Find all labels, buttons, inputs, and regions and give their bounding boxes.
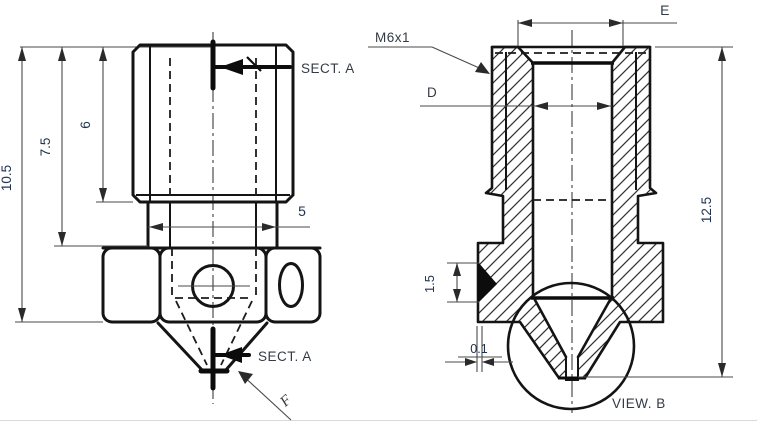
hidden-cone-left <box>175 300 208 366</box>
thread-callout: M6x1 <box>368 30 490 74</box>
dim-height-to-hex: 7.5 <box>38 47 148 247</box>
section-cut-bottom: SECT. A <box>210 326 312 391</box>
left-view-nozzle-external: 5 10.5 <box>0 32 355 421</box>
outer-profile-left <box>476 45 561 380</box>
section-label-bottom: SECT. A <box>258 349 312 364</box>
dim-bore-diameter: D <box>420 85 612 110</box>
cone-left-edge <box>156 321 205 373</box>
entry-chamfer-right <box>610 45 627 65</box>
dim-overall-height: 10.5 <box>0 47 26 322</box>
dim-total-length: 12.5 <box>578 46 733 378</box>
section-metal-right <box>578 47 663 378</box>
section-metal-left <box>478 47 566 378</box>
dim-chamfer-height: 1.5 <box>422 262 479 303</box>
dim-e-label: E <box>660 2 670 18</box>
dim-12-5-label: 12.5 <box>699 197 714 223</box>
inner-cone-left <box>533 298 568 359</box>
inner-cone-right <box>576 298 612 359</box>
tip-label-f: F <box>277 392 296 411</box>
side-thread-ellipse <box>278 262 304 308</box>
section-label-top: SECT. A <box>301 61 355 76</box>
dim-7-5-label: 7.5 <box>38 138 53 157</box>
cone-right-edge <box>223 321 269 373</box>
tip-leader-f: F <box>238 371 296 421</box>
dim-5-label: 5 <box>298 203 306 219</box>
outer-profile-right <box>583 45 665 380</box>
hex-chamfer-notch <box>478 262 497 303</box>
right-view-nozzle-section: VIEW. B M6x1 D E <box>368 2 733 413</box>
hex-face-right <box>264 246 322 324</box>
view-b-label: VIEW. B <box>612 396 666 411</box>
dim-10-5-label: 10.5 <box>0 165 14 191</box>
dim-1-5-label: 1.5 <box>422 275 437 293</box>
dim-orifice: 0.1 <box>445 326 513 372</box>
orifice-channel <box>565 357 579 381</box>
dim-collar-width: 5 <box>148 203 310 231</box>
detail-circle-b <box>506 281 636 411</box>
entry-chamfer-left <box>516 45 535 65</box>
dim-thread-length: 6 <box>78 47 133 203</box>
hex-face-left <box>101 246 162 324</box>
thread-body-outline <box>131 43 295 204</box>
dim-0-1-label: 0.1 <box>470 342 487 356</box>
dim-6-label: 6 <box>78 121 93 129</box>
dim-d-label: D <box>427 85 437 100</box>
section-cut-top: SECT. A <box>210 39 355 91</box>
thread-label: M6x1 <box>375 30 410 45</box>
dim-entry-diameter: E <box>517 2 677 46</box>
